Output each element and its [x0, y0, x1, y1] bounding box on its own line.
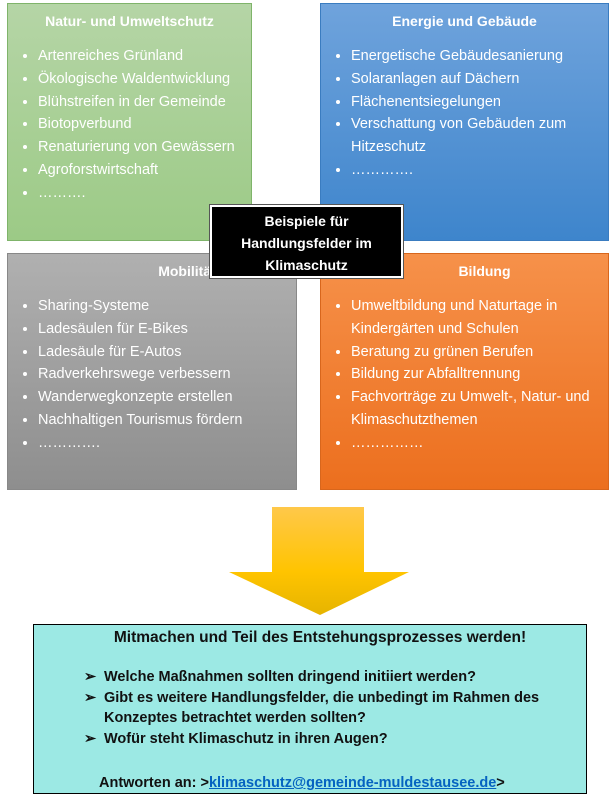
- quadrant-title: Mobilität: [158, 263, 216, 279]
- center-label: Beispiele für Handlungsfelder im Klimasc…: [209, 204, 404, 279]
- list-item: Artenreiches Grünland: [38, 45, 251, 68]
- center-line: Klimaschutz: [265, 257, 348, 273]
- list-item: Bildung zur Abfalltrennung: [351, 363, 608, 386]
- arrow-bullet-icon: ➢: [84, 669, 97, 685]
- list-item: Fachvorträge zu Umwelt-, Natur- und Klim…: [351, 386, 608, 432]
- email-link[interactable]: klimaschutz@gemeinde-muldestausee.de: [208, 775, 497, 791]
- quadrant-mobilitaet: Mobilität Sharing-Systeme Ladesäulen für…: [7, 253, 297, 490]
- call-to-action-box: Mitmachen und Teil des Entstehungsprozes…: [33, 624, 587, 794]
- cta-title: Mitmachen und Teil des Entstehungsprozes…: [113, 629, 527, 646]
- list-item: Biotopverbund: [38, 113, 251, 136]
- list-item: Ladesäule für E-Autos: [38, 341, 296, 364]
- list-item: Nachhaltigen Tourismus fördern: [38, 409, 296, 432]
- list-item: Agroforstwirtschaft: [38, 159, 251, 182]
- answer-line: Antworten an: >klimaschutz@gemeinde-muld…: [99, 775, 505, 791]
- arrow-bullet-icon: ➢: [84, 730, 97, 747]
- question-item: ➢Wofür steht Klimaschutz in ihren Augen?: [84, 729, 586, 750]
- list-item: Blühstreifen in der Gemeinde: [38, 91, 251, 114]
- list-item: Renaturierung von Gewässern: [38, 136, 251, 159]
- list-item: Radverkehrswege verbessern: [38, 363, 296, 386]
- list-item: ……………: [351, 432, 608, 455]
- list-item: ………….: [38, 432, 296, 455]
- question-item: ➢Welche Maßnahmen sollten dringend initi…: [84, 667, 586, 688]
- list-item: Beratung zu grünen Berufen: [351, 341, 608, 364]
- list-item: Sharing-Systeme: [38, 295, 296, 318]
- quadrant-natur: Natur- und Umweltschutz Artenreiches Grü…: [7, 3, 252, 241]
- down-arrow-icon: [229, 507, 409, 615]
- list-item: Flächenentsiegelungen: [351, 91, 608, 114]
- quadrant-energie: Energie und Gebäude Energetische Gebäude…: [320, 3, 609, 241]
- list-item: ……….: [38, 182, 251, 205]
- list-item: Ökologische Waldentwicklung: [38, 68, 251, 91]
- list-item: Energetische Gebäudesanierung: [351, 45, 608, 68]
- question-item: ➢Gibt es weitere Handlungsfelder, die un…: [84, 689, 540, 727]
- list-item: Umweltbildung und Naturtage in Kindergär…: [351, 295, 608, 341]
- quadrant-title: Bildung: [458, 263, 511, 279]
- list-item: Wanderwegkonzepte erstellen: [38, 386, 296, 409]
- list-item: Verschattung von Gebäuden zum Hitzeschut…: [351, 113, 608, 159]
- arrow-bullet-icon: ➢: [84, 689, 97, 706]
- center-line: Beispiele für: [264, 213, 349, 229]
- list-item: Ladesäulen für E-Bikes: [38, 318, 296, 341]
- center-line: Handlungsfelder im: [241, 235, 372, 251]
- list-item: ………….: [351, 159, 608, 182]
- quadrant-title: Energie und Gebäude: [392, 13, 537, 29]
- list-item: Solaranlagen auf Dächern: [351, 68, 608, 91]
- quadrant-bildung: Bildung Umweltbildung und Naturtage in K…: [320, 253, 609, 490]
- quadrant-title: Natur- und Umweltschutz: [45, 13, 214, 29]
